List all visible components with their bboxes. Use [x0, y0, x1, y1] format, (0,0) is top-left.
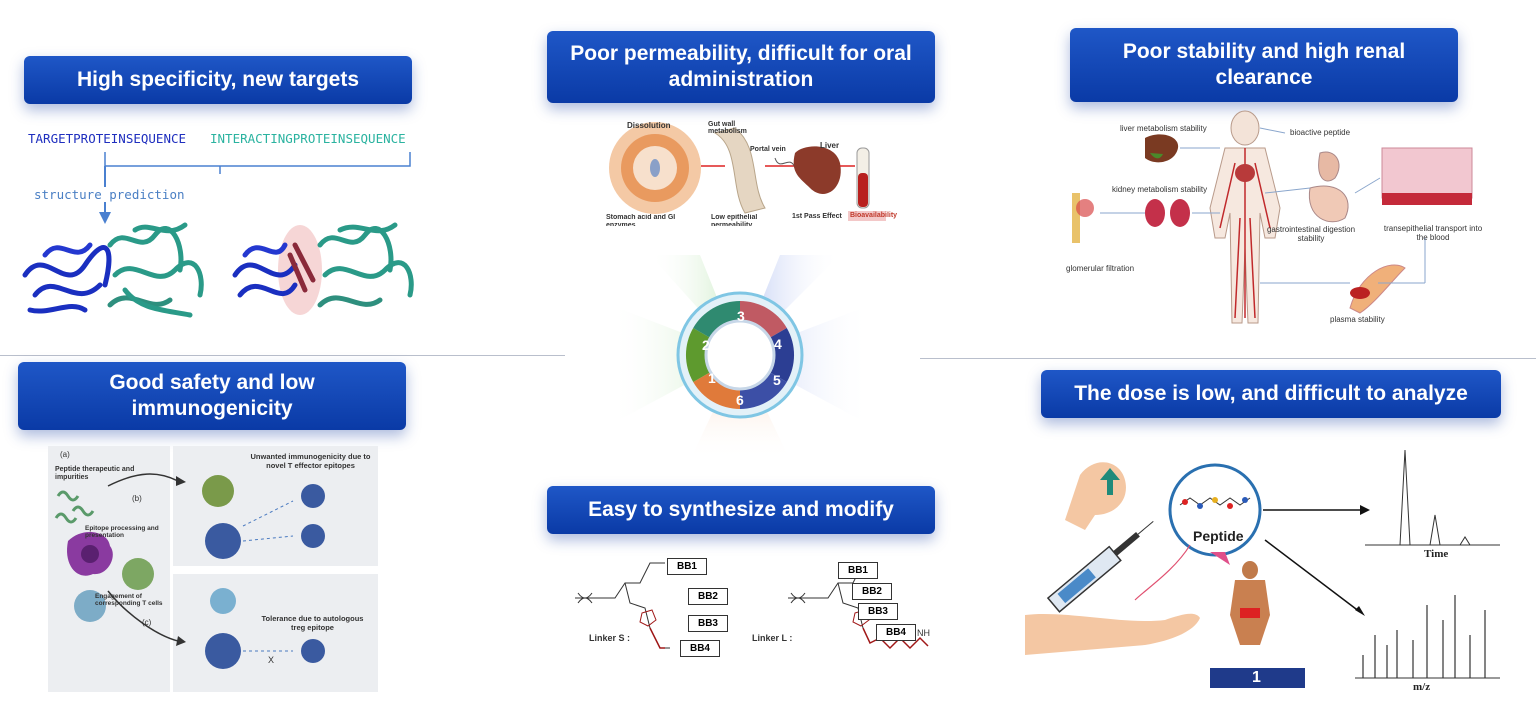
p3-label-trans: transepithelial transport into the blood [1383, 224, 1483, 242]
p3-label-kidney: kidney metabolism stability [1112, 185, 1208, 194]
time-axis-label: Time [1424, 548, 1449, 560]
p2-label-firstpass: 1st Pass Effect [792, 213, 842, 220]
bb2-right: BB2 [852, 583, 892, 600]
bb1-left: BB1 [667, 558, 707, 575]
p3-label-bioactive: bioactive peptide [1290, 128, 1351, 137]
p2-label-dissolution: Dissolution [627, 121, 671, 130]
p4-label-b: (b) [132, 494, 142, 503]
protein-structure-2 [232, 222, 414, 315]
wheel-seg-4: 4 [774, 336, 782, 352]
bb3-right: BB3 [858, 603, 898, 620]
p4-label-peptide: Peptide therapeutic and impurities [55, 466, 135, 481]
mz-axis-label: m/z [1413, 681, 1431, 693]
p4-label-x: X [268, 655, 275, 665]
panel6-title: The dose is low, and difficult to analyz… [1041, 370, 1501, 418]
oral-absorption-diagram [609, 122, 886, 221]
panel3-title: Poor stability and high renal clearance [1070, 28, 1458, 102]
linker-s-label: Linker S : [589, 633, 631, 643]
wheel-seg-2: 2 [702, 337, 710, 353]
wheel-seg-5: 5 [773, 372, 781, 388]
wheel-seg-3: 3 [737, 308, 745, 324]
p3-label-liver: liver metabolism stability [1120, 124, 1207, 133]
bb2-left: BB2 [688, 588, 728, 605]
p2-label-portal: Portal vein [750, 146, 786, 153]
immunogenicity-diagram [54, 473, 325, 669]
nh-label: NH [917, 628, 930, 638]
panel1-title: High specificity, new targets [24, 56, 412, 104]
p4-label-tolerance: Tolerance due to autologous treg epitope [261, 614, 364, 632]
divider-left [0, 355, 565, 356]
protein-structure-1 [22, 222, 204, 318]
bb3-left: BB3 [688, 615, 728, 632]
panel4-title: Good safety and low immunogenicity [18, 362, 406, 430]
bb4-right: BB4 [876, 624, 916, 641]
center-wheel: 1 2 3 4 5 6 [610, 255, 870, 460]
wheel-seg-1: 1 [708, 370, 716, 386]
wheel-seg-6: 6 [736, 392, 744, 408]
p2-label-liver: Liver [820, 141, 840, 150]
p2-label-epithelial: Low epithelial permeability [711, 214, 758, 226]
peptide-label: Peptide [1193, 528, 1244, 544]
seq-a: TARGETPROTEINSEQUENCE [28, 131, 187, 146]
bb1-right: BB1 [838, 562, 878, 579]
p4-label-engage: Engagement of corresponding T cells [95, 593, 163, 607]
renal-clearance-diagram [1072, 110, 1473, 324]
p4-label-epitope: Epitope processing and presentation [85, 525, 159, 539]
p4-label-c: (c) [142, 618, 152, 627]
divider-right [920, 358, 1536, 359]
glow-right [740, 305, 870, 425]
p2-label-gut: Gut wall metabolism [708, 121, 747, 135]
p3-label-glom: glomerular filtration [1066, 264, 1135, 273]
dose-analysis-diagram [1025, 449, 1500, 688]
bb4-left: BB4 [680, 640, 720, 657]
p3-label-plasma: plasma stability [1330, 315, 1385, 324]
p4-label-a: (a) [60, 450, 70, 459]
panel2-title: Poor permeability, difficult for oral ad… [547, 31, 935, 103]
podium-number: 1 [1252, 669, 1261, 686]
linker-l-label: Linker L : [752, 633, 793, 643]
immuno-box-bottom [173, 574, 378, 692]
p2-label-stomach: Stomach acid and GI enzymes [606, 214, 676, 226]
glow-left [610, 305, 740, 425]
panel5-title: Easy to synthesize and modify [547, 486, 935, 534]
p4-label-unwanted: Unwanted immunogenicity due to novel T e… [250, 452, 371, 470]
structure-prediction-label: structure prediction [32, 187, 187, 202]
p3-label-gi: gastrointestinal digestion stability [1266, 225, 1356, 243]
seq-b: INTERACTINGPROTEINSEQUENCE [210, 131, 406, 146]
p2-label-bio: Bioavailability [850, 212, 898, 219]
